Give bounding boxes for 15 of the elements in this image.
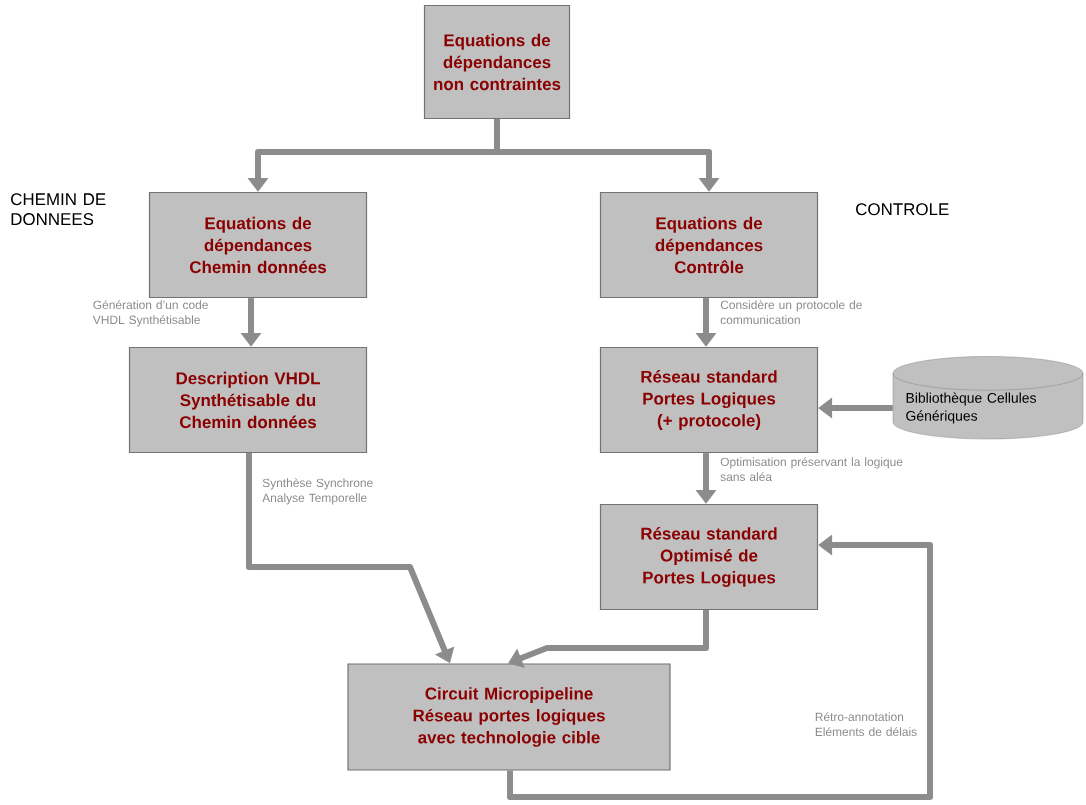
section-label: CHEMIN DE DONNEES	[11, 193, 106, 226]
library-cylinder: Bibliothèque Cellules Génériques	[892, 356, 1084, 440]
edge-label: Génération d’un code VHDL Synthétisable	[92, 300, 208, 327]
process-box: Equations de dépendances non contraintes	[423, 4, 571, 120]
process-box: Réseau standard Optimisé de Portes Logiques	[599, 503, 819, 611]
edge-label: Considère un protocole de communication	[720, 300, 862, 325]
process-box: Description VHDL Synthétisable du Chemin données	[128, 346, 368, 454]
section-label: CONTROLE	[856, 203, 949, 216]
edge-label: Optimisation préservant la logique sans aléa	[720, 457, 903, 482]
process-box: Réseau standard Portes Logiques (+ protocole)	[599, 346, 819, 454]
edge-label: Synthèse Synchrone Analyse Temporelle	[262, 478, 373, 505]
process-box: Equations de dépendances Contrôle	[599, 191, 819, 299]
process-box: Equations de dépendances Chemin données	[148, 191, 368, 299]
edge-label: Rétro-annotation Eléments de délais	[815, 712, 917, 737]
process-box: Circuit Micropipeline Réseau portes logiques avec technologie cible	[347, 663, 671, 771]
